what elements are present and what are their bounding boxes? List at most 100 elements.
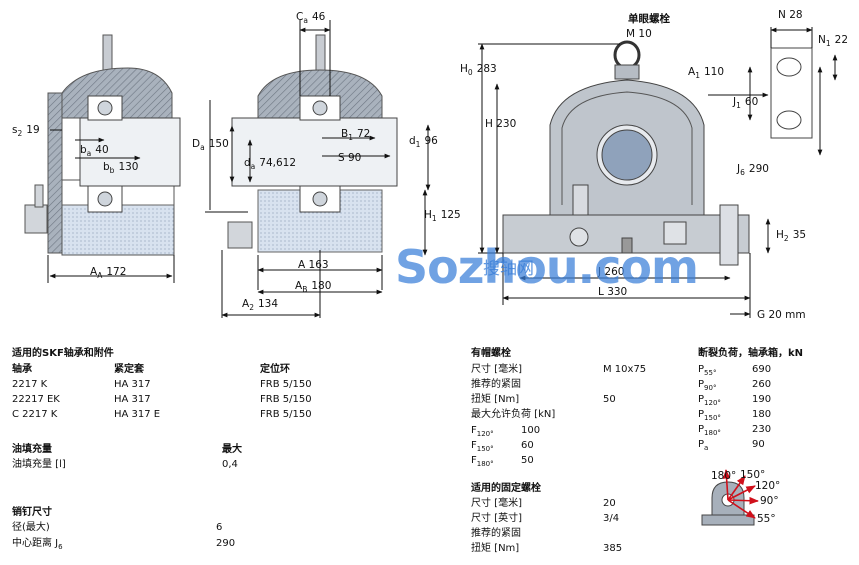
cap-load-value: 60 (521, 440, 534, 451)
front-elevation (478, 40, 771, 318)
breaking-label: P150° (698, 409, 721, 422)
grease-row-value: 0,4 (222, 459, 238, 470)
breaking-label: P180° (698, 424, 721, 437)
ring-cell: FRB 5/150 (260, 379, 312, 390)
ring-cell: FRB 5/150 (260, 394, 312, 405)
grease-row-label: 油填充量 [l] (12, 459, 66, 470)
fix-bolt-label: 尺寸 [毫米] (471, 498, 522, 509)
bearing-cell: 22217 EK (12, 394, 60, 405)
foot-plan-view (708, 27, 838, 156)
breaking-value: 190 (752, 394, 772, 405)
watermark-cn: 搜轴网 (483, 259, 534, 279)
bearing-upper (87, 95, 123, 121)
cap-bolt-label: 尺寸 [毫米] (471, 364, 522, 375)
fix-bolts-title: 适用的固定螺栓 (471, 483, 541, 494)
pin-row-label: 径(最大) (12, 522, 50, 533)
label-eyebolt: 单眼螺栓 (628, 12, 670, 25)
cap-bolt-value: M 10x75 (603, 364, 647, 375)
label-L: L 330 (598, 286, 627, 298)
housing-cap-2 (257, 69, 383, 119)
breaking-title: 断裂负荷，轴承箱，kN (698, 348, 804, 359)
watermark: Sozhou.com (395, 240, 699, 294)
label-J: J 260 (597, 266, 624, 278)
fixing-bolt (719, 204, 739, 266)
shaft-2 (231, 117, 398, 187)
sleeve-cell: HA 317 E (114, 409, 161, 420)
sleeve-cell: HA 317 (114, 394, 151, 405)
load-label-150: 150° (740, 469, 765, 481)
middle-section-view (205, 20, 431, 318)
load-label-120: 120° (755, 480, 780, 492)
bearing-cell: C 2217 K (12, 409, 58, 420)
sleeve-cell: HA 317 (114, 379, 151, 390)
pin-title: 销钉尺寸 (12, 507, 52, 518)
pin-row-label: 中心距离 J6 (12, 538, 63, 551)
cap-load-value: 100 (521, 425, 541, 436)
cap-bolt-label: 推荐的紧固 (471, 379, 521, 390)
cap-load-label: F180° (471, 455, 494, 468)
bearing-cell: 2217 K (12, 379, 48, 390)
bearings-header-sleeve: 紧定套 (114, 364, 144, 375)
cap-bolt-label: 最大允许负荷 [kN] (471, 409, 556, 420)
cap-bolt-label: 扭矩 [Nm] (471, 394, 520, 405)
fix-bolt-value: 385 (603, 543, 623, 554)
pin-row-value: 6 (216, 522, 223, 533)
fix-bolt-value: 3/4 (603, 513, 620, 524)
breaking-value: 690 (752, 364, 772, 375)
left-section-view (24, 34, 181, 283)
label-N: N 28 (778, 9, 803, 21)
breaking-label: P120° (698, 394, 721, 407)
breaking-label: Pa (698, 439, 709, 452)
fix-bolt-label: 尺寸 [英寸] (471, 513, 522, 524)
label-S: S 90 (338, 152, 361, 164)
load-direction-diagram (701, 469, 759, 526)
label-A: A 163 (298, 259, 329, 271)
cap-load-label: F120° (471, 425, 494, 438)
cap-bolts-title: 有帽螺栓 (471, 348, 511, 359)
breaking-value: 230 (752, 424, 772, 435)
breaking-value: 180 (752, 409, 772, 420)
breaking-value: 260 (752, 379, 772, 390)
breaking-label: P55° (698, 364, 717, 377)
cap-bolt-value: 50 (603, 394, 616, 405)
bearings-header-ring: 定位环 (260, 364, 290, 375)
load-label-90: 90° (760, 495, 779, 507)
breaking-label: P90° (698, 379, 717, 392)
shaft (79, 117, 181, 187)
label-M: M 10 (626, 28, 652, 40)
ring-cell: FRB 5/150 (260, 409, 312, 420)
bearings-header-bearing: 轴承 (12, 364, 32, 375)
grease-max-label: 最大 (222, 444, 242, 455)
breaking-value: 90 (752, 439, 765, 450)
cap-load-value: 50 (521, 455, 534, 466)
bearings-title: 适用的SKF轴承和附件 (12, 348, 114, 359)
pin-row-value: 290 (216, 538, 236, 549)
load-label-55: 55° (757, 513, 776, 525)
cap-load-label: F150° (471, 440, 494, 453)
housing-side (47, 92, 63, 254)
fix-bolt-label: 推荐的紧固 (471, 528, 521, 539)
grease-title: 油填充量 (12, 444, 52, 455)
fix-bolt-label: 扭矩 [Nm] (471, 543, 520, 554)
label-G: G 20 mm (757, 309, 806, 321)
fix-bolt-value: 20 (603, 498, 616, 509)
